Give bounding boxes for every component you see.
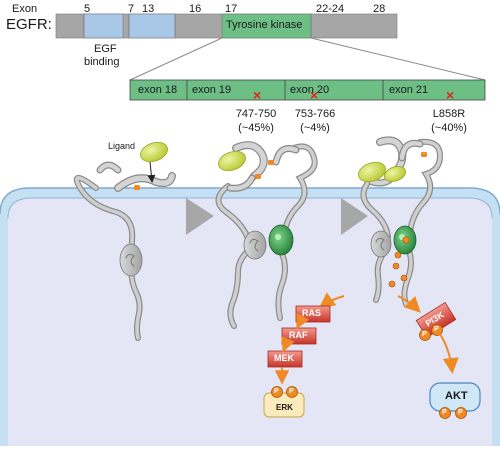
phospho-extracellular-2 <box>421 152 427 157</box>
tyrosine-kinase-label: Tyrosine kinase <box>226 19 303 31</box>
egf-binding-label-2: binding <box>84 56 120 68</box>
binding-site <box>134 185 140 190</box>
exon-21-label: exon 21 <box>389 84 429 96</box>
gene-label: EGFR: <box>6 16 52 33</box>
akt-phospho-1: P <box>442 409 447 416</box>
erk-label: ERK <box>276 403 293 412</box>
egf-binding-domain-2 <box>128 13 176 39</box>
exon-18-label: exon 18 <box>138 84 178 96</box>
mutation-freq-1: (~45%) <box>238 121 274 134</box>
ligand-bound-1 <box>218 150 246 172</box>
ras-label: RAS <box>302 308 322 318</box>
ligand <box>140 141 168 163</box>
exon-number-22-24: 22-24 <box>316 3 345 15</box>
erk-phospho-1: P <box>274 388 279 395</box>
exon-number-5: 5 <box>84 3 91 15</box>
mapk-pathway <box>263 292 345 418</box>
mutation-label-3: L858R (~40%) <box>424 108 474 136</box>
transition-arrow-2 <box>341 198 368 235</box>
exon-header: Exon <box>12 3 38 15</box>
mutation-freq-2: (~4%) <box>300 121 330 134</box>
zoom-line-left <box>129 37 223 81</box>
mutation-name-1: 747-750 <box>235 108 277 120</box>
exon-number-13: 13 <box>142 3 155 15</box>
mutation-label-1: 747-750 (~45%) <box>231 108 281 136</box>
phospho-sites <box>388 236 410 288</box>
egf-binding-domain <box>83 13 124 39</box>
exon-20-label: exon 20 <box>290 84 330 96</box>
ligand-bound-2 <box>358 161 386 183</box>
pi3k-pathway <box>397 295 481 419</box>
zoom-line-right <box>310 37 486 81</box>
mutation-name-3: L858R <box>432 108 466 120</box>
pi3k-phospho-2: P <box>434 326 439 333</box>
exon-number-7: 7 <box>128 3 135 15</box>
ligand-bound-3 <box>383 166 407 182</box>
binding-site-2 <box>255 174 261 179</box>
erk-phospho-2: P <box>289 388 294 395</box>
exon-number-16: 16 <box>189 3 202 15</box>
mutation-label-2: 753-766 (~4%) <box>290 108 340 136</box>
akt-node <box>429 382 481 412</box>
gene-bar <box>55 13 398 39</box>
raf-label: RAF <box>289 330 308 340</box>
akt-label: AKT <box>445 390 468 402</box>
ligand-label: Ligand <box>108 141 136 151</box>
transition-arrow-1 <box>186 198 214 235</box>
mutation-marker-1: × <box>253 87 262 103</box>
egf-binding-label-1: EGF <box>94 43 117 55</box>
mutation-name-2: 753-766 <box>294 108 336 120</box>
receptor-dimer-ligand-bound <box>215 141 318 329</box>
erk-node <box>263 392 305 418</box>
receptor-monomer <box>73 161 176 341</box>
pi3k-phospho-1: P <box>422 331 427 338</box>
tyrosine-kinase-domain <box>221 13 312 39</box>
mek-label: MEK <box>274 353 294 363</box>
akt-phospho-2: P <box>458 409 463 416</box>
mutation-marker-2: × <box>310 87 319 103</box>
exon-number-17: 17 <box>225 3 238 15</box>
ligand-arrow <box>147 161 156 183</box>
mutation-freq-3: (~40%) <box>431 121 467 134</box>
mutation-marker-3: × <box>446 87 455 103</box>
phospho-extracellular-1 <box>268 160 274 165</box>
exon-19-label: exon 19 <box>192 84 232 96</box>
kinase-exon-bar <box>129 79 486 101</box>
exon-number-28: 28 <box>373 3 386 15</box>
